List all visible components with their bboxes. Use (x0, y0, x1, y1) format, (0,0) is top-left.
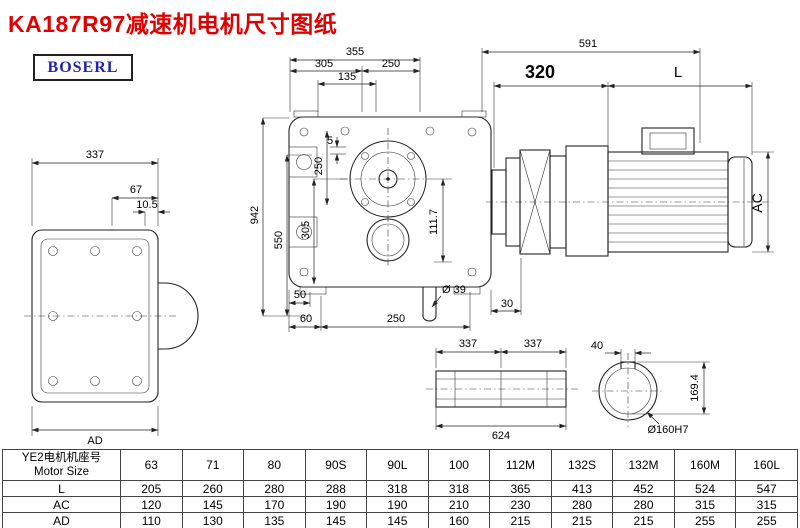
motor-size-column-header: 100 (427, 449, 491, 481)
dimension-value-cell: 215 (550, 512, 614, 528)
dim-front-591: 591 (579, 38, 597, 50)
shaft-view: 337 337 624 (426, 338, 580, 442)
boserl-logo: BOSERL (33, 54, 133, 81)
motor-size-header-cn: YE2电机机座号 (21, 452, 102, 464)
dimension-value-cell: 215 (612, 512, 675, 528)
dim-motor-320: 320 (525, 62, 555, 82)
dimension-value-cell: 365 (489, 480, 552, 497)
dimension-value-cell: 210 (427, 496, 491, 513)
dimension-value-cell: 205 (120, 480, 183, 497)
dimension-value-cell: 318 (366, 480, 429, 497)
motor-size-column-header: 112M (489, 449, 552, 481)
motor-size-column-header: 71 (181, 449, 245, 481)
dimension-value-cell: 145 (181, 496, 245, 513)
dim-front-60: 60 (300, 313, 312, 325)
technical-drawing: 337 67 10.5 AD (24, 38, 774, 447)
dimension-value-cell: 260 (181, 480, 245, 497)
motor-size-column-header: 63 (120, 449, 183, 481)
dim-front-250-left: 250 (313, 157, 325, 175)
dimension-value-cell: 110 (120, 512, 183, 528)
dim-bore-dia: Ø160H7 (648, 424, 689, 436)
dim-motor-ac: AC (749, 193, 765, 212)
dimension-value-cell: 318 (427, 480, 491, 497)
dimension-value-cell: 145 (304, 512, 368, 528)
dimension-value-cell: 280 (550, 496, 614, 513)
row-label: AC (2, 496, 121, 513)
dim-front-305-left: 305 (300, 221, 312, 239)
dimension-value-cell: 315 (735, 496, 798, 513)
motor-size-column-header: 90L (366, 449, 429, 481)
dimension-value-cell: 280 (243, 480, 306, 497)
dimension-value-cell: 288 (304, 480, 368, 497)
dim-front-dia39: Ø 39 (442, 284, 466, 296)
motor-size-column-header: 90S (304, 449, 368, 481)
motor-size-column-header: 160M (673, 449, 737, 481)
dim-shaft-624: 624 (492, 430, 510, 442)
dimension-value-cell: 255 (673, 512, 737, 528)
dimension-value-cell: 145 (366, 512, 429, 528)
dim-front-5: 5 (327, 135, 333, 147)
dim-side-10-5: 10.5 (136, 199, 157, 211)
logo-text: BOSERL (47, 58, 119, 76)
dimension-value-cell: 215 (489, 512, 552, 528)
dim-front-30: 30 (501, 298, 513, 310)
motor-view: 320 L AC (486, 62, 774, 257)
dim-shaft-337-right: 337 (524, 338, 542, 350)
dimension-value-cell: 315 (673, 496, 737, 513)
dim-front-250-top: 250 (382, 58, 400, 70)
dim-shaft-337-left: 337 (459, 338, 477, 350)
dimension-value-cell: 130 (181, 512, 245, 528)
dimension-value-cell: 255 (735, 512, 798, 528)
dimension-value-cell: 230 (489, 496, 552, 513)
dim-motor-l: L (674, 64, 682, 81)
dimension-value-cell: 190 (366, 496, 429, 513)
dim-front-550: 550 (273, 231, 285, 249)
dim-front-250-bottom: 250 (387, 313, 405, 325)
dim-side-ad: AD (87, 435, 102, 447)
motor-size-column-header: 160L (735, 449, 798, 481)
dimension-value-cell: 413 (550, 480, 614, 497)
page-title: KA187R97减速机电机尺寸图纸 (8, 11, 338, 37)
dim-side-67: 67 (130, 184, 142, 196)
bore-view: 40 169.4 Ø160H7 (591, 340, 710, 436)
dimension-value-cell: 452 (612, 480, 675, 497)
dimension-value-cell: 160 (427, 512, 491, 528)
dimension-value-cell: 280 (612, 496, 675, 513)
dim-bore-169-4: 169.4 (689, 374, 701, 402)
dim-front-135: 135 (338, 71, 356, 83)
motor-size-column-header: 132M (612, 449, 675, 481)
dim-front-305-top: 305 (315, 58, 333, 70)
dim-front-942: 942 (249, 206, 261, 224)
row-label: L (2, 480, 121, 497)
row-label: AD (2, 512, 121, 528)
dim-front-111-7: 111.7 (428, 209, 440, 235)
dimension-value-cell: 120 (120, 496, 183, 513)
dimension-value-cell: 135 (243, 512, 306, 528)
dim-side-337: 337 (86, 149, 104, 161)
motor-size-header: YE2电机机座号 Motor Size (2, 449, 121, 481)
dim-front-50: 50 (294, 289, 306, 301)
front-view: 355 591 305 250 135 942 550 305 250 (249, 38, 701, 332)
dimension-value-cell: 547 (735, 480, 798, 497)
dim-bore-40: 40 (591, 340, 603, 352)
motor-size-column-header: 132S (550, 449, 614, 481)
motor-size-header-en: Motor Size (34, 466, 89, 478)
dimension-value-cell: 170 (243, 496, 306, 513)
dimension-value-cell: 190 (304, 496, 368, 513)
motor-size-column-header: 80 (243, 449, 306, 481)
dim-front-355: 355 (346, 46, 364, 58)
dimension-value-cell: 524 (673, 480, 737, 497)
side-view: 337 67 10.5 AD (24, 149, 199, 447)
